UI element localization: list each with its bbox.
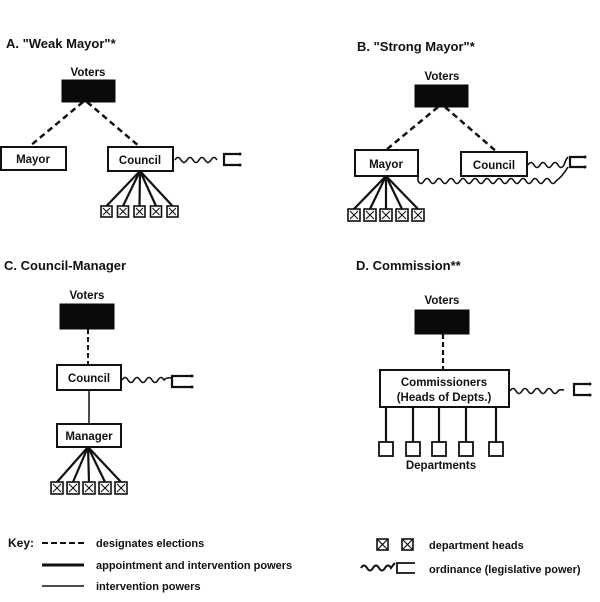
ordinance-wave-icon [174, 152, 242, 167]
mayor-label: Mayor [16, 154, 50, 166]
department-head-icon [347, 208, 361, 222]
panel-title: A. "Weak Mayor"* [6, 36, 117, 51]
election-line [29, 101, 84, 147]
mayor-box: Mayor [0, 146, 67, 171]
header-title-fragment: · · · · · · · · · [250, 0, 302, 5]
panel-strong-mayor: B. "Strong Mayor"* Voters Mayor Council [347, 39, 587, 222]
voters-box [59, 303, 115, 330]
appointment-line [105, 170, 141, 207]
council-label: Council [473, 160, 515, 172]
voters-label: Voters [425, 295, 460, 307]
department-box [458, 441, 474, 457]
legend-text-intervention: intervention powers [96, 581, 201, 593]
manager-box: Manager [56, 423, 122, 448]
legend-text-department-heads: department heads [429, 540, 524, 552]
appointment-line [385, 175, 419, 210]
appointment-line [353, 175, 387, 210]
appointment-line [138, 170, 158, 207]
ordinance-wave-icon [417, 155, 587, 185]
panel-title: B. "Strong Mayor"* [357, 39, 476, 54]
department-head-icon [114, 481, 128, 495]
department-head-icon [376, 538, 414, 551]
appointment-line [56, 446, 89, 483]
department-head-icon [82, 481, 96, 495]
appointment-line [87, 446, 122, 483]
panel-weak-mayor: A. "Weak Mayor"* Voters Mayor Council [0, 36, 242, 218]
legend-text-ordinance: ordinance (legislative power) [429, 564, 581, 576]
legend-text-elections: designates elections [96, 538, 204, 550]
council-box: Council [56, 364, 122, 391]
voters-box [414, 84, 469, 108]
mayor-label: Mayor [369, 159, 403, 171]
department-head-icon [166, 205, 179, 218]
election-line [385, 106, 439, 151]
departments-group [378, 407, 504, 457]
department-head-icon [411, 208, 425, 222]
voters-box [414, 309, 470, 335]
appointment-line [87, 446, 106, 483]
commissioners-label: Commissioners [401, 377, 487, 389]
department-head-icon [149, 205, 163, 218]
department-box [405, 441, 421, 457]
election-line [86, 101, 141, 148]
manager-label: Manager [65, 431, 113, 443]
council-label: Council [119, 155, 161, 167]
legend-text-appointment: appointment and intervention powers [96, 560, 292, 572]
ordinance-wave-icon [360, 562, 415, 574]
department-box [431, 441, 447, 457]
heads-of-depts-label: (Heads of Depts.) [397, 392, 492, 404]
department-head-icon [379, 208, 393, 222]
department-head-icon [116, 205, 130, 218]
legend: Key: designates elections appointment an… [8, 536, 581, 593]
department-head-icon [133, 205, 146, 218]
department-head-icon [363, 208, 377, 222]
ordinance-wave-icon [121, 374, 194, 389]
panel-title: C. Council-Manager [4, 258, 126, 273]
departments-label: Departments [406, 460, 476, 472]
panel-title: D. Commission** [356, 258, 462, 273]
appointment-line [122, 170, 141, 207]
voters-label: Voters [71, 67, 106, 79]
department-heads-group [347, 175, 425, 222]
panel-commission: D. Commission** Voters Commissioners (He… [356, 258, 592, 472]
appointment-line [71, 446, 90, 483]
council-box: Council [460, 151, 528, 177]
appointment-line [369, 175, 387, 210]
appointment-line [139, 170, 174, 207]
department-head-icon [50, 481, 64, 495]
department-box [378, 441, 394, 457]
panel-council-manager: C. Council-Manager Voters Council Manage… [4, 258, 194, 495]
appointment-line [138, 170, 142, 207]
voters-label: Voters [70, 290, 105, 302]
mayor-box: Mayor [354, 149, 419, 177]
ordinance-wave-icon [509, 382, 592, 397]
voters-label: Voters [425, 71, 460, 83]
department-head-icon [66, 481, 80, 495]
council-box: Council [107, 146, 174, 172]
department-heads-group [100, 170, 179, 218]
commissioners-box: Commissioners (Heads of Depts.) [379, 369, 510, 408]
key-label: Key: [8, 536, 34, 550]
voters-box [61, 79, 116, 103]
department-heads-group [50, 446, 128, 495]
department-head-icon [98, 481, 112, 495]
council-label: Council [68, 373, 110, 385]
appointment-line [86, 446, 91, 483]
appointment-line [385, 175, 403, 210]
department-head-icon [395, 208, 409, 222]
department-box [488, 441, 504, 457]
department-head-icon [100, 205, 113, 218]
election-line [444, 106, 498, 153]
